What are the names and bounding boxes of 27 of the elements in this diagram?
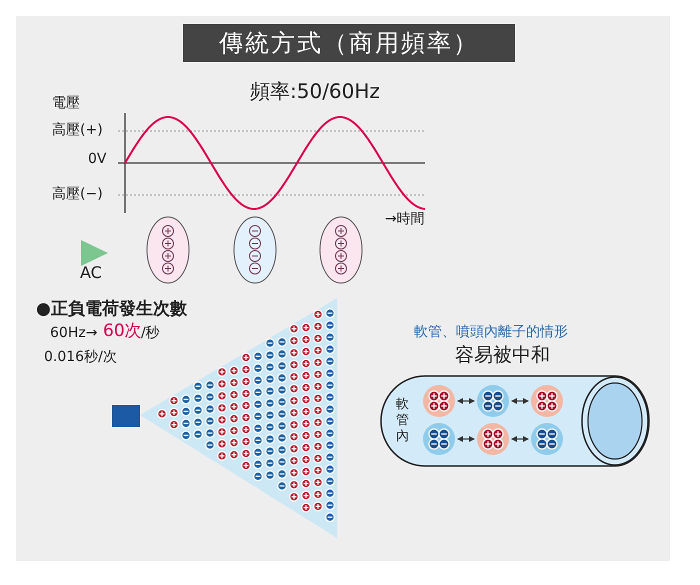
double-arrow: [457, 436, 475, 442]
negative-ion-cluster-icon: [423, 423, 455, 455]
axis-label: 電壓: [52, 96, 80, 112]
positive-ion-cluster-icon: [531, 385, 563, 417]
negative-ion-cluster-icon: [531, 423, 563, 455]
hose-tube: [380, 375, 650, 467]
rate-text: 60Hz→: [50, 326, 98, 342]
heading-text: ●正負電荷發生次數: [36, 300, 187, 319]
frequency-label: 頻率:50/60Hz: [250, 80, 380, 102]
subtitle-text: 容易被中和: [455, 345, 550, 366]
hose-label: 軟管內: [396, 397, 410, 445]
rate-value: 60次: [103, 322, 142, 341]
rate-unit: /秒: [141, 326, 160, 342]
caption-text: 軟管、噴頭內離子的情形: [414, 325, 568, 340]
positive-ion-cluster-icon: [423, 385, 455, 417]
title-banner: 傳統方式（商用頻率）: [183, 24, 515, 62]
double-arrow: [511, 436, 529, 442]
period-text: 0.016秒/次: [44, 350, 117, 366]
axis-tick-label: 高壓(+): [52, 123, 103, 138]
negative-ion-cluster-icon: [477, 385, 509, 417]
ac-label: AC: [80, 264, 102, 282]
axis-tick-label: 0V: [88, 152, 106, 168]
positive-ion-cluster-icon: [477, 423, 509, 455]
double-arrow: [457, 398, 475, 404]
double-arrow: [511, 398, 529, 404]
axis-tick-label: 高壓(−): [52, 187, 103, 202]
axis-label: →時間: [385, 212, 425, 228]
